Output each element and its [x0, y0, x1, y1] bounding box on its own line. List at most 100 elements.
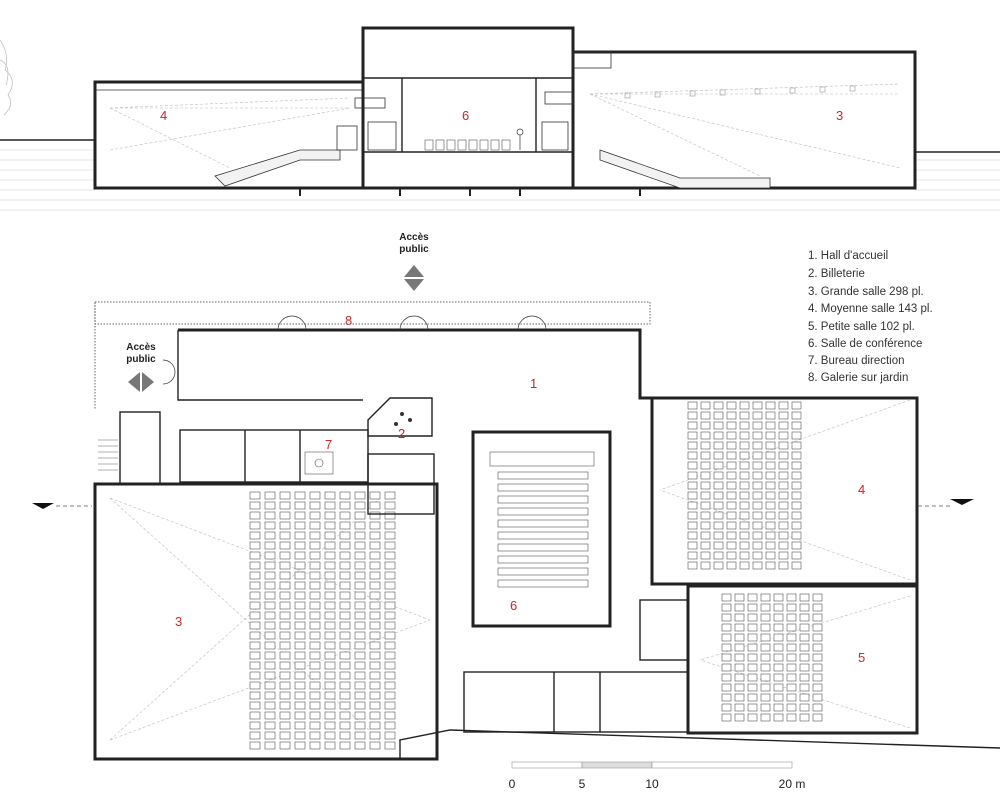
seat	[786, 593, 797, 602]
seat	[752, 501, 763, 510]
seat	[249, 561, 261, 570]
seat	[752, 441, 763, 450]
seat	[339, 651, 351, 660]
plan-label-3: 3	[175, 614, 182, 629]
access-left-line2: public	[126, 354, 156, 365]
seat	[264, 711, 276, 720]
seat	[354, 651, 366, 660]
seat	[369, 581, 381, 590]
seat	[721, 653, 732, 662]
seat	[279, 741, 291, 750]
seat	[384, 551, 396, 560]
seat	[354, 591, 366, 600]
seat	[279, 641, 291, 650]
seat	[791, 461, 802, 470]
seat	[752, 411, 763, 420]
seat	[497, 483, 589, 492]
seat	[765, 411, 776, 420]
seat	[384, 541, 396, 550]
seat	[726, 491, 737, 500]
seat	[264, 671, 276, 680]
seat	[339, 701, 351, 710]
seat	[354, 531, 366, 540]
seat	[765, 531, 776, 540]
seat	[294, 491, 306, 500]
seat	[309, 701, 321, 710]
seat	[747, 653, 758, 662]
seat	[812, 663, 823, 672]
seat	[309, 711, 321, 720]
seat	[369, 561, 381, 570]
seat	[721, 663, 732, 672]
seat	[747, 643, 758, 652]
seat	[752, 561, 763, 570]
seat	[249, 591, 261, 600]
seat	[264, 741, 276, 750]
legend-item: 7. Bureau direction	[808, 355, 905, 367]
seat	[354, 661, 366, 670]
seat	[687, 511, 698, 520]
seat	[324, 651, 336, 660]
seat	[384, 621, 396, 630]
seat	[339, 541, 351, 550]
seat	[354, 501, 366, 510]
seat	[700, 561, 711, 570]
seat	[354, 491, 366, 500]
seat	[339, 611, 351, 620]
seat	[812, 623, 823, 632]
seat	[384, 671, 396, 680]
seat	[339, 491, 351, 500]
seat	[786, 623, 797, 632]
seat	[786, 663, 797, 672]
seat	[765, 431, 776, 440]
seat	[264, 531, 276, 540]
seat	[294, 591, 306, 600]
seat	[339, 531, 351, 540]
seat	[791, 431, 802, 440]
seat	[765, 401, 776, 410]
seat	[713, 531, 724, 540]
seat	[765, 441, 776, 450]
seat	[687, 421, 698, 430]
ground-hatch	[0, 149, 1000, 211]
seat	[687, 561, 698, 570]
seat	[713, 461, 724, 470]
seat	[713, 561, 724, 570]
seat	[249, 491, 261, 500]
seat	[264, 621, 276, 630]
seat	[786, 713, 797, 722]
seat	[279, 611, 291, 620]
seat	[812, 683, 823, 692]
seat	[264, 701, 276, 710]
seat	[760, 703, 771, 712]
seat	[812, 593, 823, 602]
seat	[721, 623, 732, 632]
seat	[713, 451, 724, 460]
seat	[354, 511, 366, 520]
seat	[369, 601, 381, 610]
seat	[760, 683, 771, 692]
seat	[773, 683, 784, 692]
seat	[713, 481, 724, 490]
seat	[354, 711, 366, 720]
seat	[309, 691, 321, 700]
seat	[249, 601, 261, 610]
seat	[369, 681, 381, 690]
seat	[309, 511, 321, 520]
seat	[339, 581, 351, 590]
seat	[354, 721, 366, 730]
section-label-6: 6	[462, 108, 469, 123]
legend-item: 2. Billeterie	[808, 268, 865, 280]
legend-item: 6. Salle de conférence	[808, 338, 922, 350]
seat	[309, 651, 321, 660]
seat	[747, 673, 758, 682]
seat	[309, 501, 321, 510]
seat	[354, 731, 366, 740]
seat	[249, 671, 261, 680]
seat	[747, 623, 758, 632]
seat	[369, 511, 381, 520]
seat	[309, 681, 321, 690]
seat	[324, 591, 336, 600]
seat	[739, 491, 750, 500]
seat	[354, 641, 366, 650]
